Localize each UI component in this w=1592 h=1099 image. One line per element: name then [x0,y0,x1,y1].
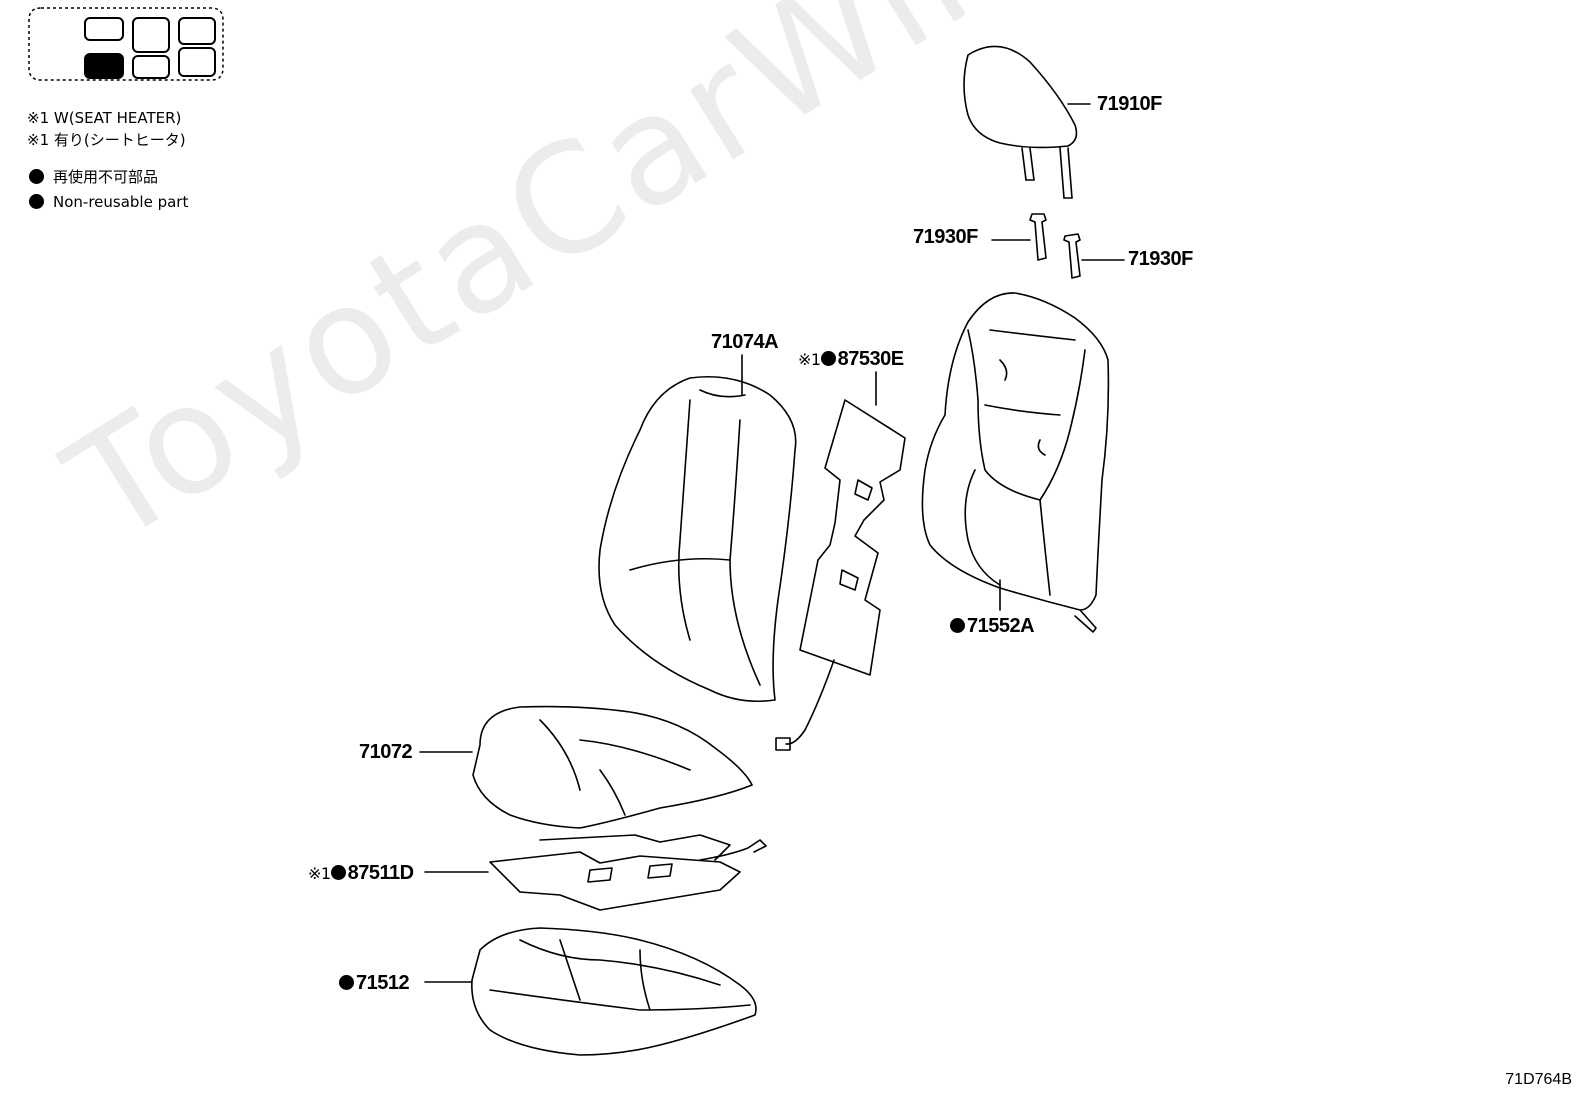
legend-nonreusable-en: Non-reusable part [29,193,188,211]
headrest-icon [963,45,1078,199]
seat-cushion-heater-icon [489,834,767,911]
nonreusable-dot-icon [330,865,346,880]
seatback-cover-icon [598,375,797,703]
nonreusable-dot-icon [950,618,965,633]
headrest-guide-left-icon [1029,213,1047,261]
headrest-guide-right-icon [1063,233,1081,279]
label-71930F-guide-right[interactable]: 71930F [1128,248,1193,270]
nonreusable-dot-icon [820,351,836,366]
seat-cushion-pad-icon [471,927,757,1056]
label-71074A-seatback-cover[interactable]: 71074A [711,331,779,353]
seatback-pad-icon [921,292,1110,633]
label-71930F-guide-left[interactable]: 71930F [913,226,978,248]
label-71512-seat-cushion-pad[interactable]: 71512 [339,972,410,994]
seatback-heater-icon [775,399,906,751]
seat-position-indicator [28,7,224,81]
label-71072-seat-cushion-cover[interactable]: 71072 [359,741,413,763]
label-71552A-seatback-pad[interactable]: 71552A [950,615,1035,637]
nonreusable-dot-icon [29,169,44,184]
seat-cushion-cover-icon [472,705,753,829]
legend-nonreusable-jp: 再使用不可部品 [29,168,158,186]
nonreusable-dot-icon [29,194,44,209]
nonreusable-dot-icon [339,975,354,990]
legend-seat-heater-en: ※1 W(SEAT HEATER) [27,109,182,127]
label-71910F-headrest[interactable]: 71910F [1097,93,1162,115]
legend-seat-heater-jp: ※1 有り(シートヒータ) [27,131,186,149]
figure-code: 71D764B [1505,1071,1572,1088]
